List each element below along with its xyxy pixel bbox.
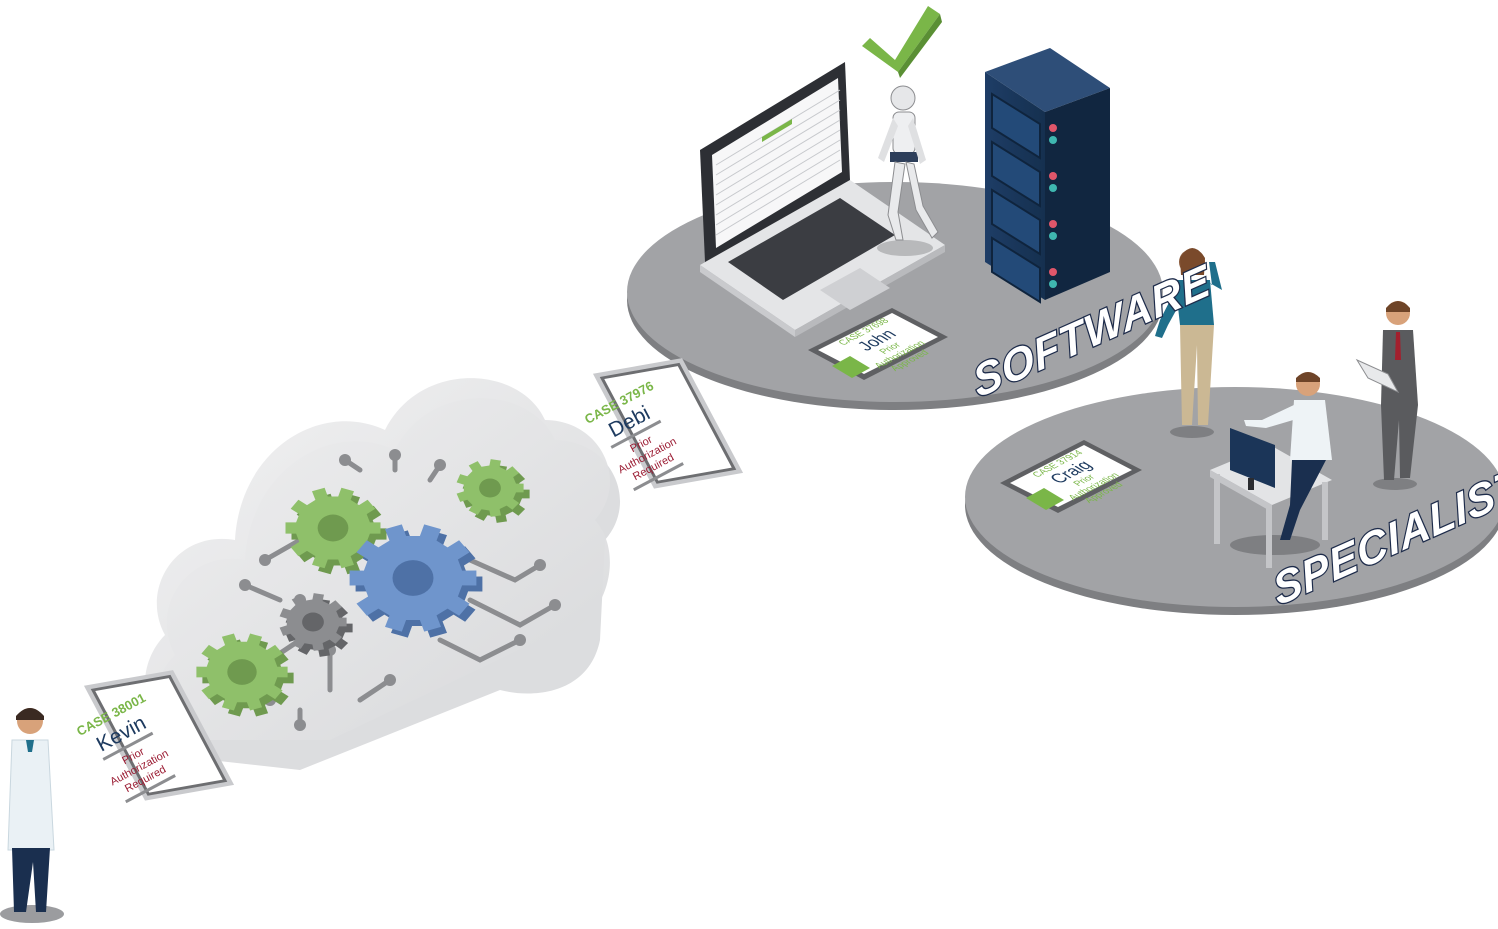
robot-icon — [877, 85, 939, 256]
server-slot — [991, 92, 1041, 160]
case-card-debi — [592, 358, 744, 489]
case-card-john — [808, 308, 948, 380]
server-slot — [991, 140, 1041, 208]
check-icon — [862, 6, 942, 78]
man-with-tablet-figure — [1355, 301, 1418, 490]
gear-icon — [279, 593, 353, 657]
status-light — [1049, 232, 1057, 240]
woman-on-phone-figure — [1155, 248, 1222, 438]
gears-group — [196, 459, 530, 717]
server-slot — [991, 236, 1041, 304]
status-light — [1049, 184, 1057, 192]
laptop-icon — [700, 62, 945, 337]
gear-icon — [456, 459, 530, 523]
doctor-at-desk-figure — [1210, 372, 1332, 568]
status-light — [1049, 124, 1057, 132]
case-card-kevin — [83, 670, 235, 801]
status-light — [1049, 136, 1057, 144]
server-slot — [991, 188, 1041, 256]
status-light — [1049, 268, 1057, 276]
case-card-craig — [1000, 440, 1142, 513]
server-icon — [985, 48, 1110, 304]
status-light — [1049, 172, 1057, 180]
status-light — [1049, 220, 1057, 228]
gear-icon — [196, 633, 294, 717]
doctor-icon — [0, 708, 64, 923]
gear-icon — [349, 524, 483, 638]
status-light — [1049, 280, 1057, 288]
